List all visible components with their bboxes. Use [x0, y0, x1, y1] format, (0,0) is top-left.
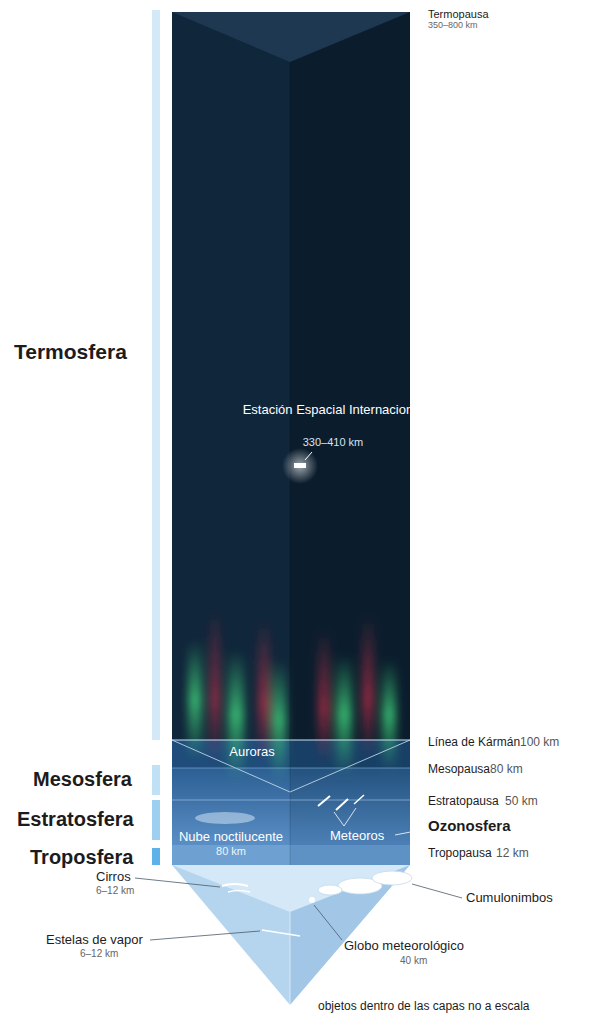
boundary-name: Mesopausa	[428, 763, 490, 776]
layer-name: Termosfera	[14, 340, 127, 363]
object-name: Estelas de vapor	[46, 933, 143, 947]
altitude: 40 km	[400, 955, 427, 966]
phenomenon-name: Nube noctilucente	[179, 830, 283, 844]
altitude: 80 km	[490, 763, 523, 776]
layer-name: Ozonosfera	[428, 818, 511, 835]
layer-name: Troposfera	[30, 846, 133, 868]
boundary-name: Termopausa	[428, 8, 489, 20]
phenomenon-name: Meteoros	[330, 829, 384, 843]
layer-name: Mesosfera	[33, 768, 132, 790]
phenomenon-name: Auroras	[229, 745, 275, 759]
object-name: Estación Espacial Internacional	[243, 403, 424, 417]
altitude-range: 330–410 km	[303, 436, 364, 448]
boundary-name: Tropopausa	[428, 847, 492, 860]
altitude-range: 6–12 km	[80, 948, 118, 959]
altitude: 80 km	[216, 845, 246, 857]
object-name: Globo meteorológico	[344, 939, 464, 953]
altitude: 12 km	[496, 847, 529, 860]
layer-name: Estratosfera	[17, 808, 134, 830]
altitude: 50 km	[505, 795, 538, 808]
cloud-name: Cumulonimbos	[466, 891, 553, 905]
boundary-name: Línea de Kármán	[428, 736, 520, 749]
cloud-name: Cirros	[96, 870, 131, 884]
altitude-range: 350–800 km	[428, 21, 478, 31]
scale-note: objetos dentro de las capas no a escala	[318, 1000, 529, 1013]
altitude: 100 km	[520, 736, 559, 749]
altitude-range: 6–12 km	[96, 885, 134, 896]
boundary-name: Estratopausa	[428, 795, 499, 808]
